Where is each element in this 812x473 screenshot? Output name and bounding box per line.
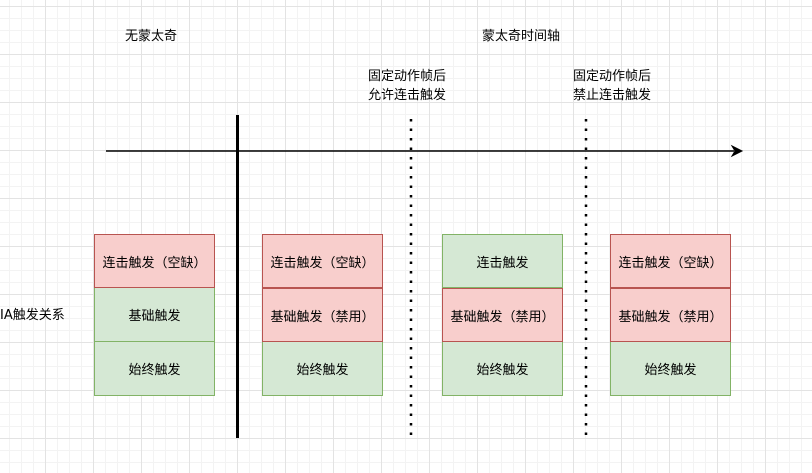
trigger-cell-green: 基础触发 [94, 288, 215, 342]
trigger-cell-label: 始终触发 [644, 363, 697, 378]
heading-no-montage: 无蒙太奇 [125, 29, 178, 44]
heading-montage-timeline: 蒙太奇时间轴 [482, 29, 561, 44]
trigger-cell-green: 始终触发 [442, 342, 563, 396]
trigger-cell-label: 连击触发（空缺） [618, 255, 723, 271]
timeline-arrowhead-icon [730, 144, 744, 158]
trigger-cell-green: 连击触发 [442, 234, 563, 288]
trigger-cell-red: 连击触发（空缺） [262, 234, 383, 288]
trigger-cell-label: 基础触发 [128, 309, 181, 324]
trigger-cell-label: 始终触发 [296, 363, 349, 378]
trigger-cell-green: 始终触发 [94, 342, 215, 396]
trigger-cell-green: 始终触发 [262, 342, 383, 396]
marker-label-line1: 固定动作帧后 [573, 69, 652, 84]
trigger-cell-red: 连击触发（空缺） [610, 234, 731, 288]
trigger-cell-label: 连击触发（空缺） [102, 255, 207, 271]
marker-label-line2: 允许连击触发 [368, 88, 447, 103]
marker-label-line2: 禁止连击触发 [573, 88, 652, 103]
trigger-cell-label: 始终触发 [128, 363, 181, 378]
trigger-cell-label: 连击触发 [476, 255, 529, 271]
marker-label-combo-forbidden: 固定动作帧后 禁止连击触发 [573, 67, 651, 105]
trigger-cell-label: 连击触发（空缺） [270, 255, 375, 271]
trigger-cell-label: 基础触发（禁用） [618, 309, 723, 325]
trigger-cell-green: 始终触发 [610, 342, 731, 396]
trigger-cell-label: 始终触发 [476, 363, 529, 378]
trigger-cell-red: 连击触发（空缺） [94, 234, 215, 288]
trigger-cell-red: 基础触发（禁用） [262, 288, 383, 342]
row-label-ia-trigger-relation: IA触发关系 [0, 308, 65, 323]
marker-label-line1: 固定动作帧后 [368, 69, 447, 84]
trigger-cell-label: 基础触发（禁用） [450, 309, 555, 325]
trigger-cell-red: 基础触发（禁用） [442, 288, 563, 342]
marker-label-combo-allowed: 固定动作帧后 允许连击触发 [368, 67, 446, 105]
trigger-cell-red: 基础触发（禁用） [610, 288, 731, 342]
trigger-cell-label: 基础触发（禁用） [270, 309, 375, 325]
